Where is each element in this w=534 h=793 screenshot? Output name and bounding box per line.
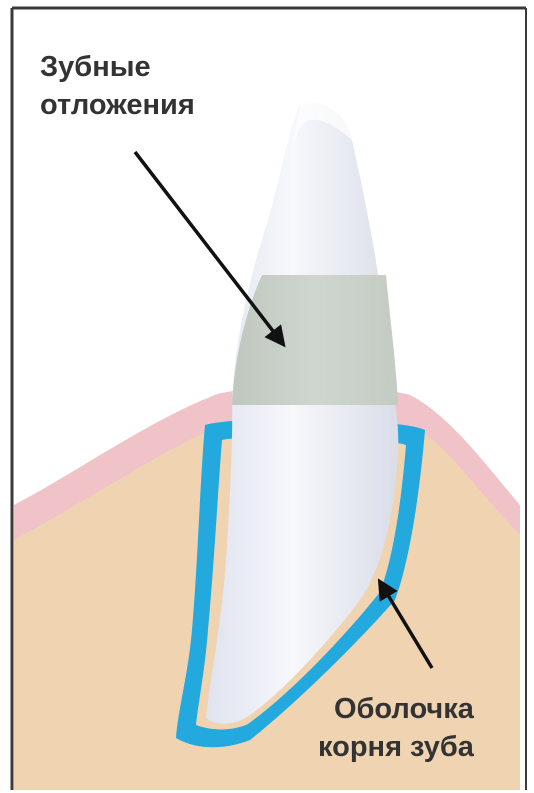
dental-deposits xyxy=(232,275,398,405)
deposits-label: Зубные отложения xyxy=(40,48,195,124)
deposits-label-line2: отложения xyxy=(40,86,195,124)
root-sheath-label-line2: корня зуба xyxy=(318,728,474,766)
root-sheath-label-line1: Оболочка xyxy=(318,690,474,728)
deposits-label-line1: Зубные xyxy=(40,48,195,86)
root-sheath-label: Оболочка корня зуба xyxy=(318,690,474,766)
